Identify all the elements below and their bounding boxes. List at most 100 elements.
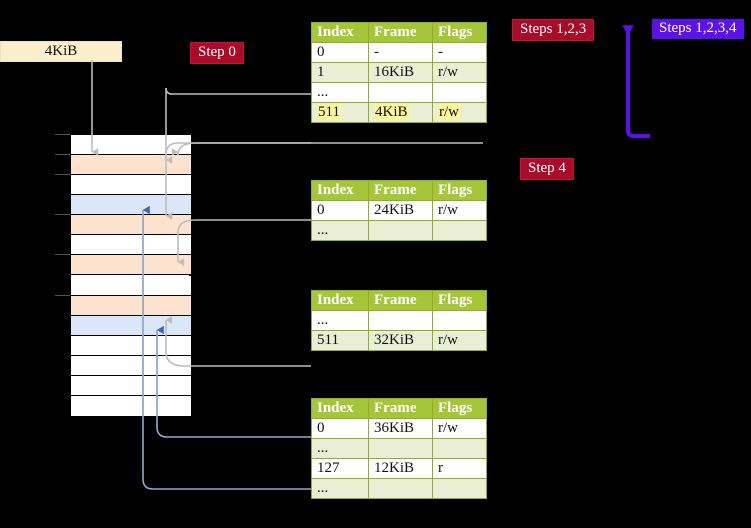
cell-flags: r/w <box>432 102 487 123</box>
table-row[interactable]: ... <box>311 478 487 499</box>
badge-steps-123-label: Steps 1,2,3 <box>520 21 587 37</box>
cell-index: ... <box>311 220 369 241</box>
badge-step-4-label: Step 4 <box>528 160 566 176</box>
column-header-index: Index <box>311 398 369 419</box>
table-row[interactable]: 0-- <box>311 42 487 63</box>
table-row[interactable]: ... <box>311 310 487 331</box>
badge-step-0: Step 0 <box>190 42 244 64</box>
column-header-index: Index <box>311 290 369 311</box>
cell-frame: 24KiB <box>368 200 433 221</box>
cell-frame <box>368 310 433 331</box>
column-header-index: Index <box>311 22 369 43</box>
wire-memory-row2-to-t1 <box>171 142 311 156</box>
memory-frame-row <box>71 255 191 276</box>
column-header-flags: Flags <box>432 290 487 311</box>
wire-memory-to-t2 <box>177 219 311 266</box>
wire-purple-bracket <box>622 25 650 138</box>
cell-frame: 36KiB <box>368 418 433 439</box>
memory-column <box>70 134 191 416</box>
memory-frame-row <box>71 275 191 296</box>
memory-row-tick <box>55 174 70 176</box>
column-header-frame: Frame <box>368 398 433 419</box>
badge-steps-1234-label: Steps 1,2,3,4 <box>659 20 737 36</box>
cell-index: ... <box>311 82 369 103</box>
cell-index: 511 <box>311 330 369 351</box>
cell-index: ... <box>311 310 369 331</box>
badge-steps-123: Steps 1,2,3 <box>512 19 595 41</box>
memory-row-tick <box>55 254 70 256</box>
table-row[interactable]: ... <box>311 220 487 241</box>
cell-frame <box>368 478 433 499</box>
memory-row-tick <box>55 154 70 156</box>
wire-t1-511-from-memory <box>165 142 483 156</box>
cell-frame <box>368 82 433 103</box>
frame-4kib-box: 4KiB <box>0 41 122 62</box>
highlighted-value: 511 <box>317 104 341 120</box>
cell-index: 127 <box>311 458 369 479</box>
cell-index: ... <box>311 478 369 499</box>
column-header-frame: Frame <box>368 290 433 311</box>
highlighted-value: r/w <box>438 104 460 120</box>
table-row[interactable]: 511 4KiB r/w <box>311 102 487 123</box>
column-header-frame: Frame <box>368 22 433 43</box>
cell-index: 1 <box>311 62 369 83</box>
memory-frame-row <box>71 195 191 216</box>
memory-row-tick <box>55 294 70 296</box>
cell-index: 0 <box>311 42 369 63</box>
cell-flags: r <box>432 458 487 479</box>
memory-frame-row <box>71 375 191 396</box>
cell-flags <box>432 82 487 103</box>
memory-frame-row <box>71 215 191 236</box>
column-header-flags: Flags <box>432 22 487 43</box>
table-row[interactable]: ... <box>311 82 487 103</box>
badge-steps-1234: Steps 1,2,3,4 <box>652 19 744 39</box>
cell-flags <box>432 478 487 499</box>
table-row[interactable]: ... <box>311 438 487 459</box>
column-header-flags: Flags <box>432 180 487 201</box>
column-header-frame: Frame <box>368 180 433 201</box>
cell-flags: r/w <box>432 418 487 439</box>
memory-frame-row <box>71 235 191 256</box>
memory-frame-row <box>71 355 191 376</box>
memory-frame-row <box>71 175 191 196</box>
cell-index: 0 <box>311 418 369 439</box>
memory-frame-row <box>71 135 191 156</box>
memory-row-tick <box>55 134 70 135</box>
memory-frame-row <box>71 295 191 316</box>
memory-frame-row <box>71 155 191 176</box>
cell-frame: 32KiB <box>368 330 433 351</box>
cell-flags: r/w <box>432 62 487 83</box>
cell-index: 511 <box>311 102 369 123</box>
badge-step-0-label: Step 0 <box>198 44 236 60</box>
memory-row-tick <box>55 214 70 216</box>
memory-frame-row <box>71 335 191 356</box>
frame-4kib-label: 4KiB <box>44 43 78 59</box>
badge-step-4: Step 4 <box>520 158 574 180</box>
cell-flags: r/w <box>432 200 487 221</box>
highlighted-value: 4KiB <box>374 104 409 120</box>
memory-frame-row <box>71 395 191 416</box>
cell-flags: - <box>432 42 487 63</box>
cell-frame: 16KiB <box>368 62 433 83</box>
wire-blue-t4-row127 <box>142 415 311 490</box>
cell-flags <box>432 310 487 331</box>
cell-flags <box>432 438 487 459</box>
cell-frame: - <box>368 42 433 63</box>
cell-frame: 12KiB <box>368 458 433 479</box>
wire-t1-feed-top <box>165 87 315 95</box>
wire-blue-t4-row0 <box>156 415 311 438</box>
column-header-index: Index <box>311 180 369 201</box>
cell-frame <box>368 220 433 241</box>
cell-frame: 4KiB <box>368 102 433 123</box>
